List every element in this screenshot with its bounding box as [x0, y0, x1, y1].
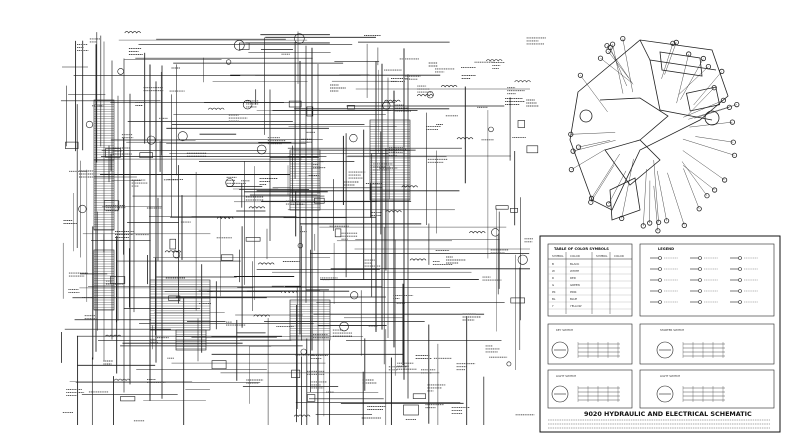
component-labels [62, 35, 546, 422]
color-table: SYMBOL COLOR SYMBOL COLOR B BLACK W WHITE R RED G G… [548, 252, 632, 314]
color-table-cell: G [552, 283, 554, 287]
color-table-cell: BLUE [570, 297, 577, 301]
color-table-header: COLOR [570, 254, 580, 258]
switch-label-1: KEY SWITCH [556, 328, 573, 332]
legend-panel: TABLE OF COLOR SYMBOLS LEGEND SYMBOL COLO… [539, 235, 781, 433]
color-table-cell: W [552, 269, 555, 273]
color-table-cell: RED [570, 276, 576, 280]
color-table-cell: R [552, 276, 554, 280]
color-table-cell: PK [552, 290, 556, 294]
legend-symbols [650, 256, 758, 304]
sheet-title: 9020 HYDRAULIC AND ELECTRICAL SCHEMATIC [584, 410, 752, 418]
color-table-header: COLOR [614, 254, 624, 258]
symbols-title: LEGEND [658, 247, 674, 251]
switch-label-2: STARTER SWITCH [660, 328, 684, 332]
color-table-cell: BLACK [570, 262, 579, 266]
color-table-cell: B [552, 262, 554, 266]
color-table-cell: Y [552, 304, 554, 308]
machine-illustration [568, 35, 740, 234]
component-symbols [65, 31, 539, 417]
switch-label-3: LIGHT SWITCH [556, 374, 576, 378]
color-table-title: TABLE OF COLOR SYMBOLS [554, 247, 609, 251]
color-table-cell: GREEN [570, 283, 580, 287]
color-table-header: SYMBOL [596, 254, 608, 258]
color-table-cell: YELLOW [570, 304, 582, 308]
switch-label-4: LIGHT SWITCH [660, 374, 680, 378]
color-table-cell: PINK [570, 290, 577, 294]
color-table-cell: WHITE [570, 269, 579, 273]
color-table-cell: BL [552, 297, 556, 301]
color-table-header: SYMBOL [552, 254, 564, 258]
notes-lines [548, 419, 770, 429]
